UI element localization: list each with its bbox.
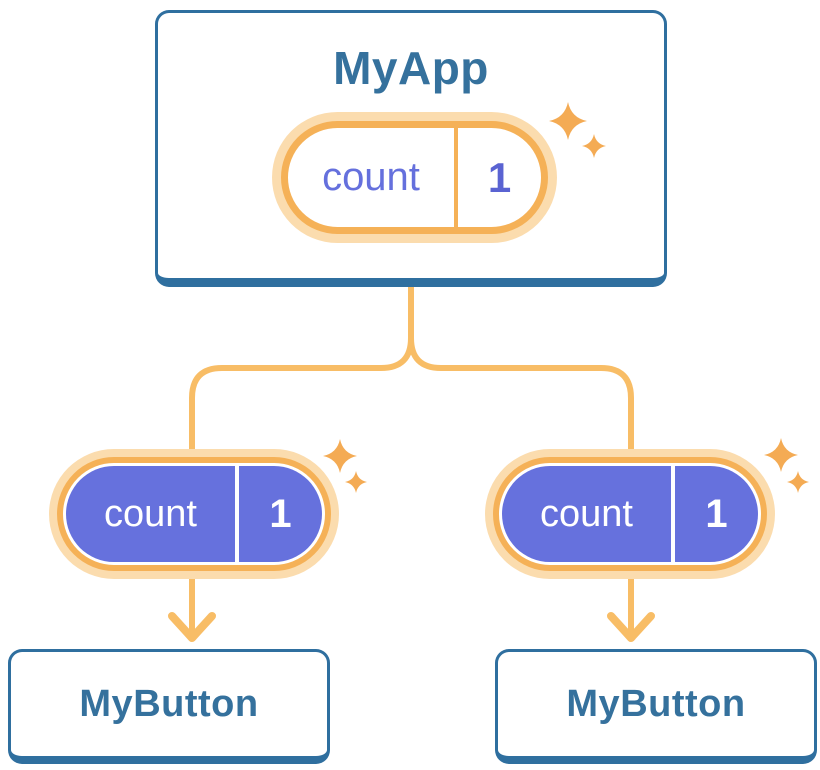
prop-pill-body: count 1 (493, 457, 767, 571)
component-title-myapp: MyApp (333, 42, 489, 94)
state-value: 1 (487, 153, 512, 201)
prop-value: 1 (705, 491, 728, 536)
sparkle-icon (764, 438, 809, 493)
component-card-mybutton-left: MyButton (8, 649, 330, 764)
arrow-head-left-icon (168, 612, 216, 642)
prop-pill-inner: count 1 (502, 466, 758, 562)
edge-root-to-right-child (408, 279, 634, 635)
pill-divider (671, 466, 675, 562)
sparkle-icon (549, 102, 606, 158)
state-pill-body: count 1 (281, 121, 548, 234)
prop-pill-right: count 1 (485, 449, 775, 579)
state-name: count (322, 155, 420, 199)
prop-name: count (104, 492, 197, 535)
sparkle-icon (323, 439, 367, 493)
arrow-head-right-icon (607, 612, 655, 642)
prop-name: count (540, 492, 633, 535)
edge-root-to-left-child (189, 279, 414, 635)
prop-value: 1 (269, 491, 292, 536)
state-pill-myapp: count 1 (272, 112, 557, 243)
component-card-mybutton-right: MyButton (495, 649, 817, 764)
prop-pill-left: count 1 (49, 449, 339, 579)
component-title-mybutton: MyButton (566, 682, 746, 725)
component-title-mybutton: MyButton (79, 682, 259, 725)
pill-divider (235, 466, 239, 562)
prop-pill-body: count 1 (57, 457, 331, 571)
prop-pill-inner: count 1 (66, 466, 322, 562)
pill-divider (454, 128, 458, 227)
